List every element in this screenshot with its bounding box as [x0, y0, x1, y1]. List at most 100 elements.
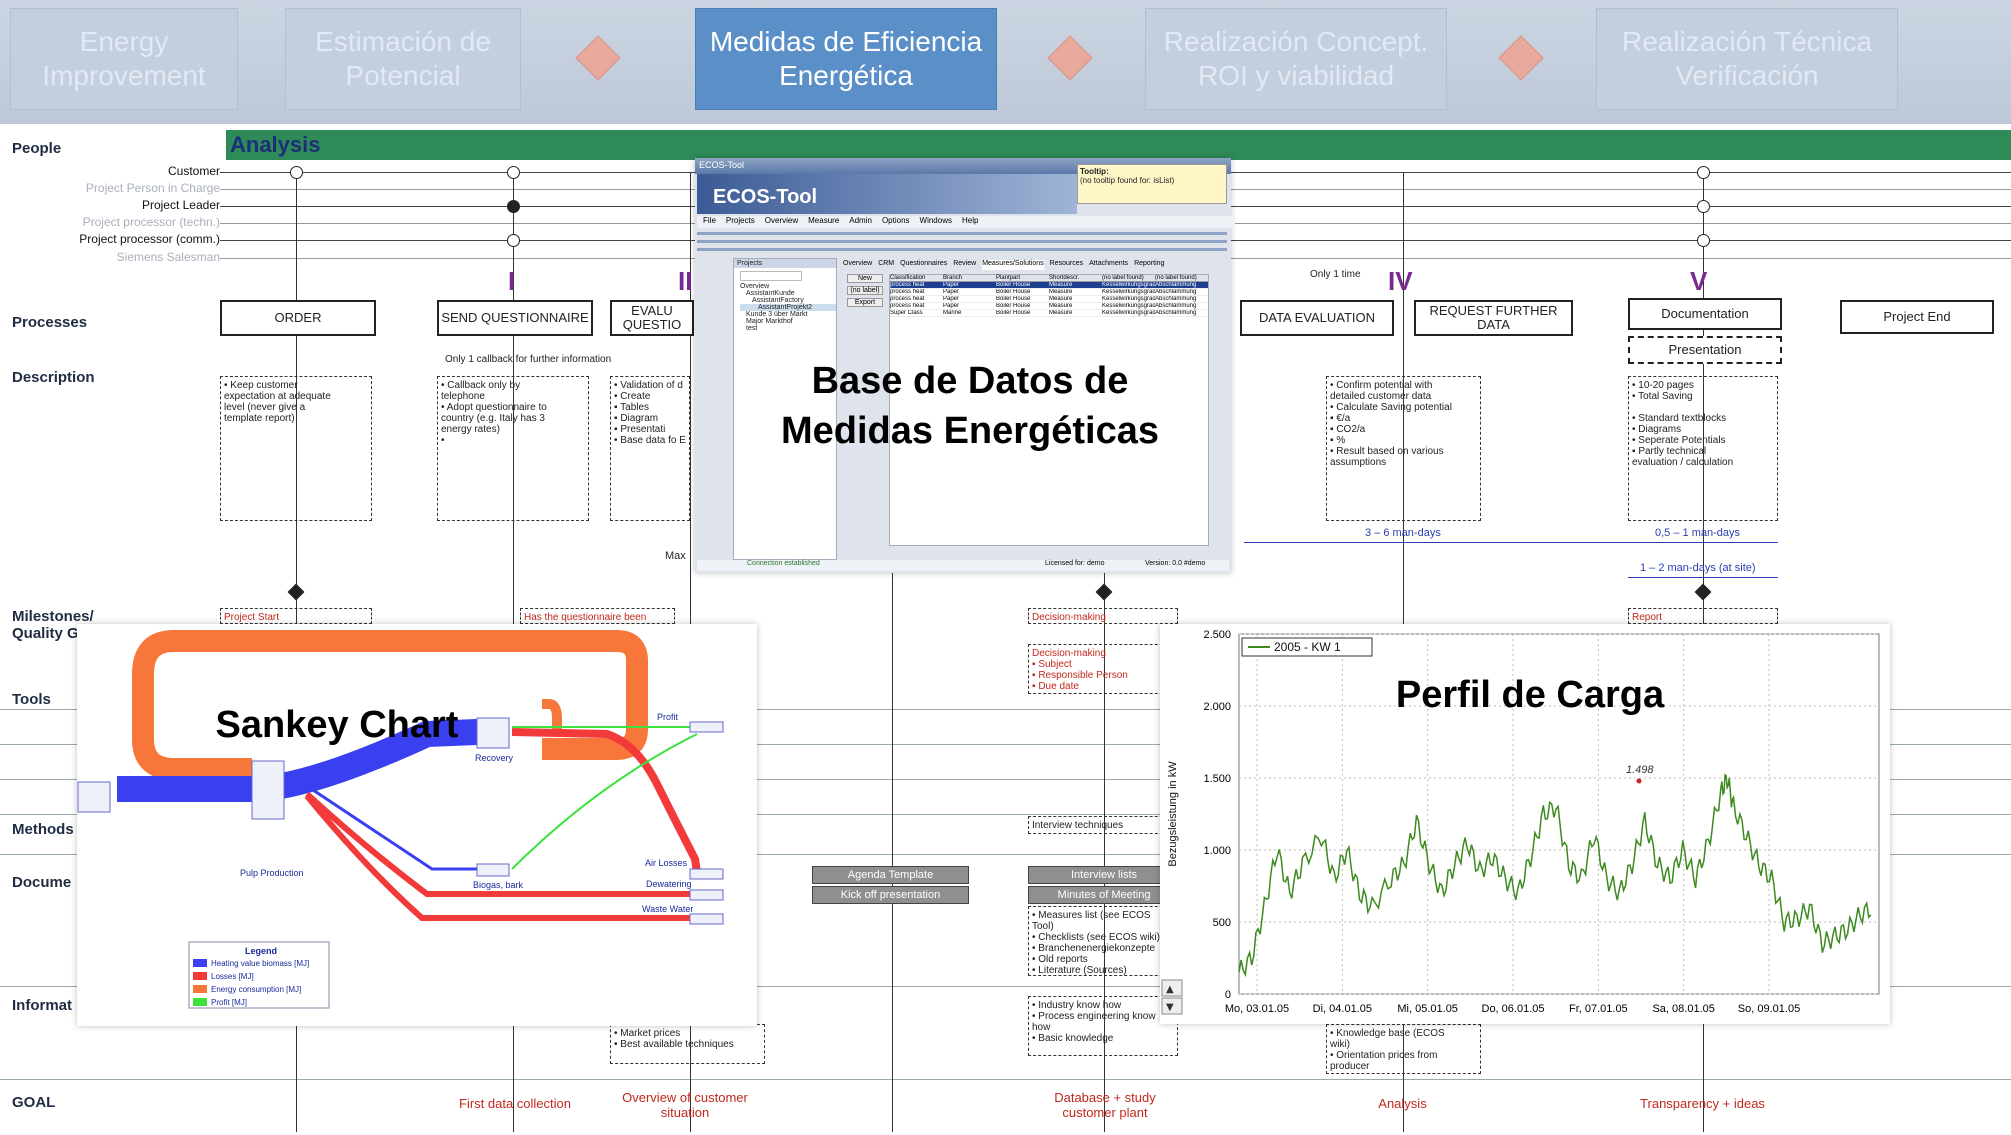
tab-attachments[interactable]: Attachments — [1089, 260, 1129, 267]
step-label-line2: Improvement — [42, 60, 206, 91]
flow-line — [892, 172, 893, 1132]
tree-item[interactable]: AssistantFactory — [752, 297, 804, 304]
ecos-tool-window: ECOS-Tool ECOS-Tool Tooltip: (no tooltip… — [695, 158, 1235, 573]
sankey-flow-biomass — [306, 784, 477, 871]
information-notes: • Industry know how • Process engineerin… — [1028, 996, 1178, 1056]
sankey-label-recovery: Recovery — [475, 753, 514, 763]
tree-item[interactable]: Major Markthof — [746, 318, 793, 325]
table-cell: Boiler House — [996, 289, 1031, 295]
new-button[interactable]: New — [847, 274, 883, 283]
process-project-end[interactable]: Project End — [1840, 300, 1994, 334]
menu-file[interactable]: File — [703, 216, 716, 225]
grid-lines — [1239, 633, 1879, 995]
step-label-line1: Energy — [79, 26, 169, 57]
ecos-tabs: Overview CRM Questionnaires Review Measu… — [843, 260, 1223, 270]
process-send-questionnaire[interactable]: SEND QUESTIONNAIRE — [437, 300, 593, 336]
ecos-tooltip: Tooltip: (no tooltip found for: isList) — [1077, 164, 1227, 204]
process-evaluate-questionnaire[interactable]: EVALU QUESTIO — [610, 300, 694, 336]
method-agenda-template[interactable]: Agenda Template — [812, 866, 969, 884]
table-cell: Kesselwirkungsgrad — [1102, 296, 1155, 302]
x-tick-label: Do, 06.01.05 — [1482, 1003, 1545, 1015]
note-man-days-3: 1 – 2 man-days (at site) — [1640, 562, 1756, 574]
description-documentation: • 10-20 pages • Total Saving • Standard … — [1628, 376, 1778, 521]
tree-item[interactable]: AssistantProjekt2 — [740, 304, 836, 311]
tree-filter-input[interactable] — [740, 271, 802, 281]
process-order[interactable]: ORDER — [220, 300, 376, 336]
process-presentation[interactable]: Presentation — [1628, 336, 1782, 364]
menu-projects[interactable]: Projects — [725, 216, 755, 225]
tab-questionnaires[interactable]: Questionnaires — [900, 260, 948, 267]
tree-item[interactable]: Kunde 3 über Markt — [746, 311, 808, 318]
tree-item[interactable]: Overview — [740, 283, 770, 290]
method-kickoff-presentation[interactable]: Kick off presentation — [812, 886, 969, 904]
table-cell: Marine — [943, 310, 962, 316]
role-project-leader: Project Leader — [141, 198, 220, 212]
sankey-legend — [188, 941, 330, 1009]
unlabeled-button[interactable]: (no label) — [847, 286, 883, 295]
tab-resources[interactable]: Resources — [1049, 260, 1084, 267]
milestones-line1: Milestones/ — [12, 608, 94, 625]
process-documentation[interactable]: Documentation — [1628, 298, 1782, 330]
tab-reporting[interactable]: Reporting — [1134, 260, 1165, 267]
chevron-down-icon: ▼ — [1166, 1002, 1174, 1013]
menu-admin[interactable]: Admin — [849, 216, 872, 225]
sankey-flow-losses — [304, 791, 695, 897]
step-label-line1: Medidas de Eficiencia — [709, 26, 983, 57]
step-realizacion-concept[interactable]: Realización Concept.ROI y viabilidad — [1145, 8, 1447, 110]
scroll-down-button[interactable] — [1161, 997, 1183, 1015]
table-header-cell[interactable]: Branch — [943, 275, 963, 281]
tooltip-text: (no tooltip found for: isList) — [1080, 176, 1175, 185]
method-interview-lists[interactable]: Interview lists — [1028, 866, 1180, 884]
process-request-data[interactable]: REQUEST FURTHER DATA — [1414, 300, 1573, 336]
table-header-cell[interactable]: Classification — [890, 275, 926, 281]
table-header-cell[interactable]: Plantpart — [996, 275, 1021, 281]
y-tick-label: 1.000 — [1203, 845, 1231, 857]
tab-overview[interactable]: Overview — [843, 260, 873, 267]
sankey-label-profit: Profit — [657, 712, 679, 722]
ecos-status-bar: Connection established Licensed for: dem… — [697, 560, 1229, 571]
tree-item[interactable]: test — [746, 325, 758, 332]
table-cell: Measure — [1049, 289, 1073, 295]
x-tick-label: Mo, 03.01.05 — [1225, 1003, 1289, 1015]
process-data-evaluation[interactable]: DATA EVALUATION — [1240, 300, 1394, 336]
tab-measures[interactable]: Measures/Solutions — [982, 260, 1044, 270]
note-only-callback: Only 1 callback for further information — [445, 354, 612, 365]
menu-options[interactable]: Options — [881, 216, 910, 225]
tab-review[interactable]: Review — [953, 260, 977, 267]
tab-crm[interactable]: CRM — [878, 260, 895, 267]
section-separator — [0, 814, 2011, 815]
menu-windows[interactable]: Windows — [919, 216, 952, 225]
method-minutes[interactable]: Minutes of Meeting — [1028, 886, 1180, 904]
step-connector-diamond — [1498, 35, 1544, 81]
tree-item[interactable]: AssistantKunde — [746, 290, 795, 297]
goal-overview: Overview of customer situation — [622, 1090, 748, 1120]
status-license: Licensed for: demo — [1045, 560, 1105, 567]
section-methods: Methods — [12, 821, 74, 838]
export-button[interactable]: Export — [847, 298, 883, 307]
menu-measure[interactable]: Measure — [808, 216, 840, 225]
legend-swatch — [193, 998, 207, 1006]
chart-legend-label: 2005 - KW 1 — [1274, 640, 1341, 654]
section-people: People — [12, 140, 62, 157]
table-cell: Measure — [1049, 303, 1073, 309]
table-header-cell[interactable]: (no label found) — [1155, 275, 1197, 281]
phase-roman-4: IV — [1388, 266, 1413, 296]
sankey-flow-losses — [304, 794, 695, 921]
x-tick-label: Sa, 08.01.05 — [1652, 1003, 1714, 1015]
table-header-cell[interactable]: Shortdescr. — [1049, 275, 1080, 281]
scroll-up-button[interactable] — [1161, 979, 1183, 997]
note-only-once: Only 1 time — [1310, 269, 1361, 280]
menu-overview[interactable]: Overview — [764, 216, 799, 225]
menu-help[interactable]: Help — [961, 216, 979, 225]
table-header-cell[interactable]: (no label found) — [1102, 275, 1144, 281]
